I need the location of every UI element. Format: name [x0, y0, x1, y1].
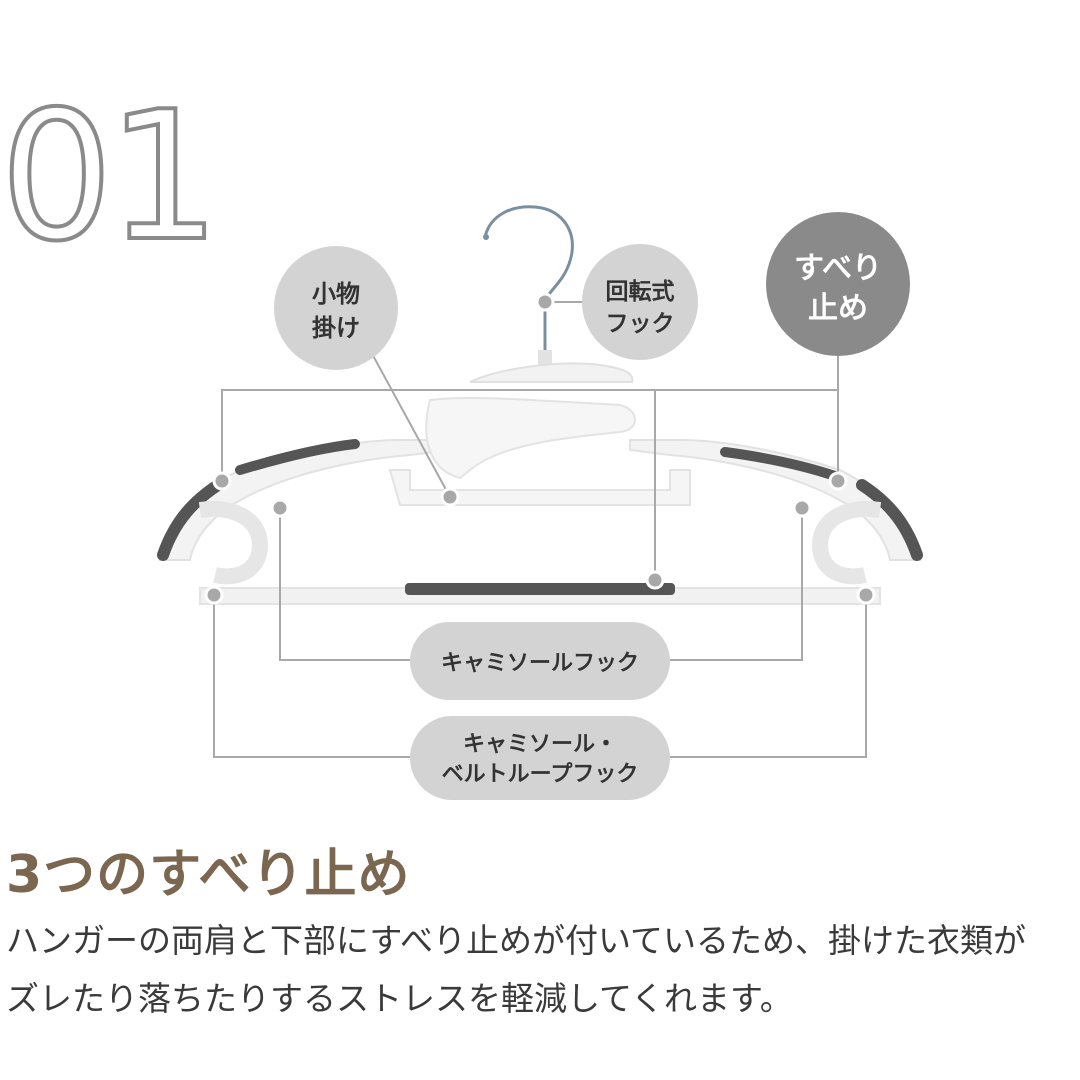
- left-side-hook: [198, 501, 269, 585]
- feature-number: 01: [0, 73, 222, 280]
- hook-tip: [483, 234, 489, 240]
- line-nonslip-frame: [221, 355, 839, 480]
- description-line-1: ハンガーの両肩と下部にすべり止めが付いているため、掛けた衣類が: [6, 921, 1027, 960]
- label-camisole-hook-text: キャミソールフック: [441, 651, 639, 676]
- label-non-slip: すべり 止め: [766, 212, 910, 356]
- label-camisole-belt-line2: ベルトループフック: [442, 762, 639, 787]
- dot-swivel-hook: [535, 292, 555, 312]
- label-small-items: 小物 掛け: [274, 246, 398, 370]
- dot-belt-left: [204, 585, 224, 605]
- label-small-items-line2: 掛け: [312, 314, 360, 342]
- right-shoulder-grip: [720, 447, 840, 481]
- line-camisole-belt-hook: [213, 595, 867, 758]
- label-swivel-hook: 回転式 フック: [582, 244, 698, 360]
- left-shoulder-grip: [235, 439, 360, 475]
- label-swivel-hook-line2: フック: [606, 311, 675, 337]
- line-camisole-hook: [279, 508, 803, 661]
- left-edge-grip: [157, 479, 224, 561]
- small-item-hook-base: [388, 469, 691, 506]
- dot-right-shoulder: [828, 471, 848, 491]
- description-line-2: ズレたり落ちたりするストレスを軽減してくれます。: [6, 979, 793, 1018]
- hanger-top: [469, 362, 634, 383]
- dot-left-shoulder: [212, 471, 232, 491]
- right-edge-grip: [856, 479, 923, 561]
- label-camisole-hook: キャミソールフック: [410, 622, 670, 700]
- label-non-slip-line2: 止め: [808, 291, 868, 326]
- label-camisole-belt-hook: キャミソール・ ベルトループフック: [410, 716, 670, 800]
- dot-camisole-left: [270, 498, 290, 518]
- bottom-grip: [405, 583, 675, 595]
- right-side-hook: [811, 501, 882, 585]
- description: ハンガーの両肩と下部にすべり止めが付いているため、掛けた衣類が ズレたり落ちたり…: [6, 912, 1078, 1028]
- dot-camisole-right: [792, 498, 812, 518]
- hook-collar: [538, 350, 552, 368]
- hook-wire: [483, 205, 574, 360]
- dot-small-items: [440, 487, 460, 507]
- small-item-hook: [425, 396, 636, 480]
- label-camisole-belt-line1: キャミソール・: [463, 732, 617, 757]
- hanger-diagram: 小物 掛け 回転式 フック すべり 止め キャミソールフック キャミソール・ ベ…: [157, 205, 923, 800]
- label-small-items-line1: 小物: [312, 280, 360, 308]
- label-swivel-hook-line1: 回転式: [606, 279, 675, 305]
- label-non-slip-line1: すべり: [794, 251, 882, 286]
- line-small-items: [369, 349, 451, 498]
- dot-belt-right: [856, 585, 876, 605]
- dot-bottom-grip: [645, 570, 665, 590]
- section-heading: 3つのすべり止め: [6, 845, 411, 905]
